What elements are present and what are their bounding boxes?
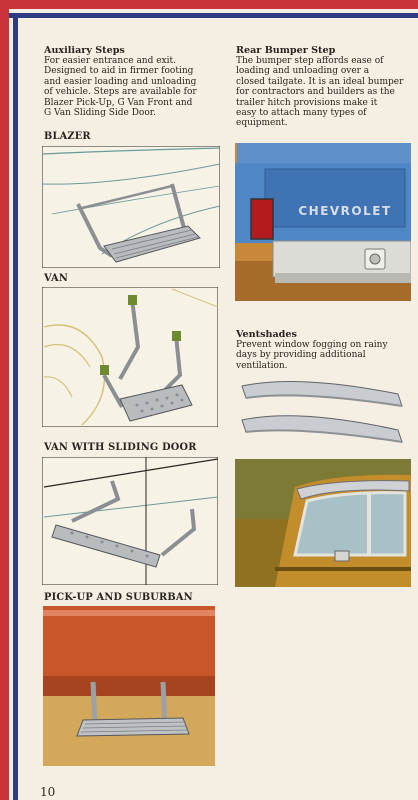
blue-border-stripe-top: [0, 13, 418, 18]
ventshades-line: ventilation.: [236, 360, 288, 371]
red-border-stripe-top: [0, 0, 418, 9]
ventshades-heading: Ventshades: [236, 329, 297, 340]
blue-border-stripe-left: [13, 13, 18, 800]
blazer-label: BLAZER: [44, 131, 91, 142]
van-label: VAN: [44, 273, 68, 284]
rear-bumper-step-line: for contractors and builders as the: [236, 87, 395, 98]
van-sliding-door-step-illustration: [42, 457, 218, 585]
auxiliary-steps-line: and easier loading and unloading: [44, 76, 197, 87]
auxiliary-steps-line: For easier entrance and exit.: [44, 56, 176, 66]
ventshades-line: Prevent window fogging on rainy: [236, 340, 388, 350]
auxiliary-steps-line: Blazer Pick-Up, G Van Front and: [44, 97, 193, 108]
rear-bumper-step-line: trailer hitch provisions make it: [236, 97, 378, 108]
rear-bumper-step-line: closed tailgate. It is an ideal bumper: [236, 76, 404, 87]
auxiliary-steps-line: G Van Sliding Side Door.: [44, 108, 156, 119]
ventshades-illustration: [238, 372, 408, 458]
page-number: 10: [40, 785, 56, 799]
ventshades-line: days by providing additional: [236, 350, 366, 361]
ventshade-truck-photo: [235, 459, 411, 587]
rear-bumper-step-section: Rear Bumper Step The bumper step affords…: [236, 45, 414, 129]
van-sliding-door-label: VAN WITH SLIDING DOOR: [44, 442, 197, 453]
auxiliary-steps-section: Auxiliary Steps For easier entrance and …: [44, 45, 224, 118]
red-border-stripe-left: [0, 0, 9, 800]
pickup-suburban-label: PICK-UP AND SUBURBAN: [44, 592, 193, 603]
auxiliary-steps-heading: Auxiliary Steps: [44, 45, 125, 56]
blazer-step-illustration: [42, 146, 220, 268]
pickup-step-photo: [43, 606, 215, 766]
tailgate-chevrolet-text: CHEVROLET: [298, 204, 391, 218]
rear-bumper-step-line: loading and unloading over a: [236, 66, 370, 77]
rear-bumper-photo: CHEVROLET: [235, 143, 411, 301]
van-step-illustration: [42, 287, 218, 427]
rear-bumper-step-heading: Rear Bumper Step: [236, 45, 336, 56]
auxiliary-steps-line: of vehicle. Steps are available for: [44, 87, 197, 98]
ventshades-section: Ventshades Prevent window fogging on rai…: [236, 329, 414, 371]
auxiliary-steps-line: Designed to aid in firmer footing: [44, 66, 194, 77]
rear-bumper-step-line: easy to attach many types of: [236, 108, 367, 119]
rear-bumper-step-line: equipment.: [236, 118, 288, 129]
rear-bumper-step-line: The bumper step affords ease of: [236, 56, 384, 66]
